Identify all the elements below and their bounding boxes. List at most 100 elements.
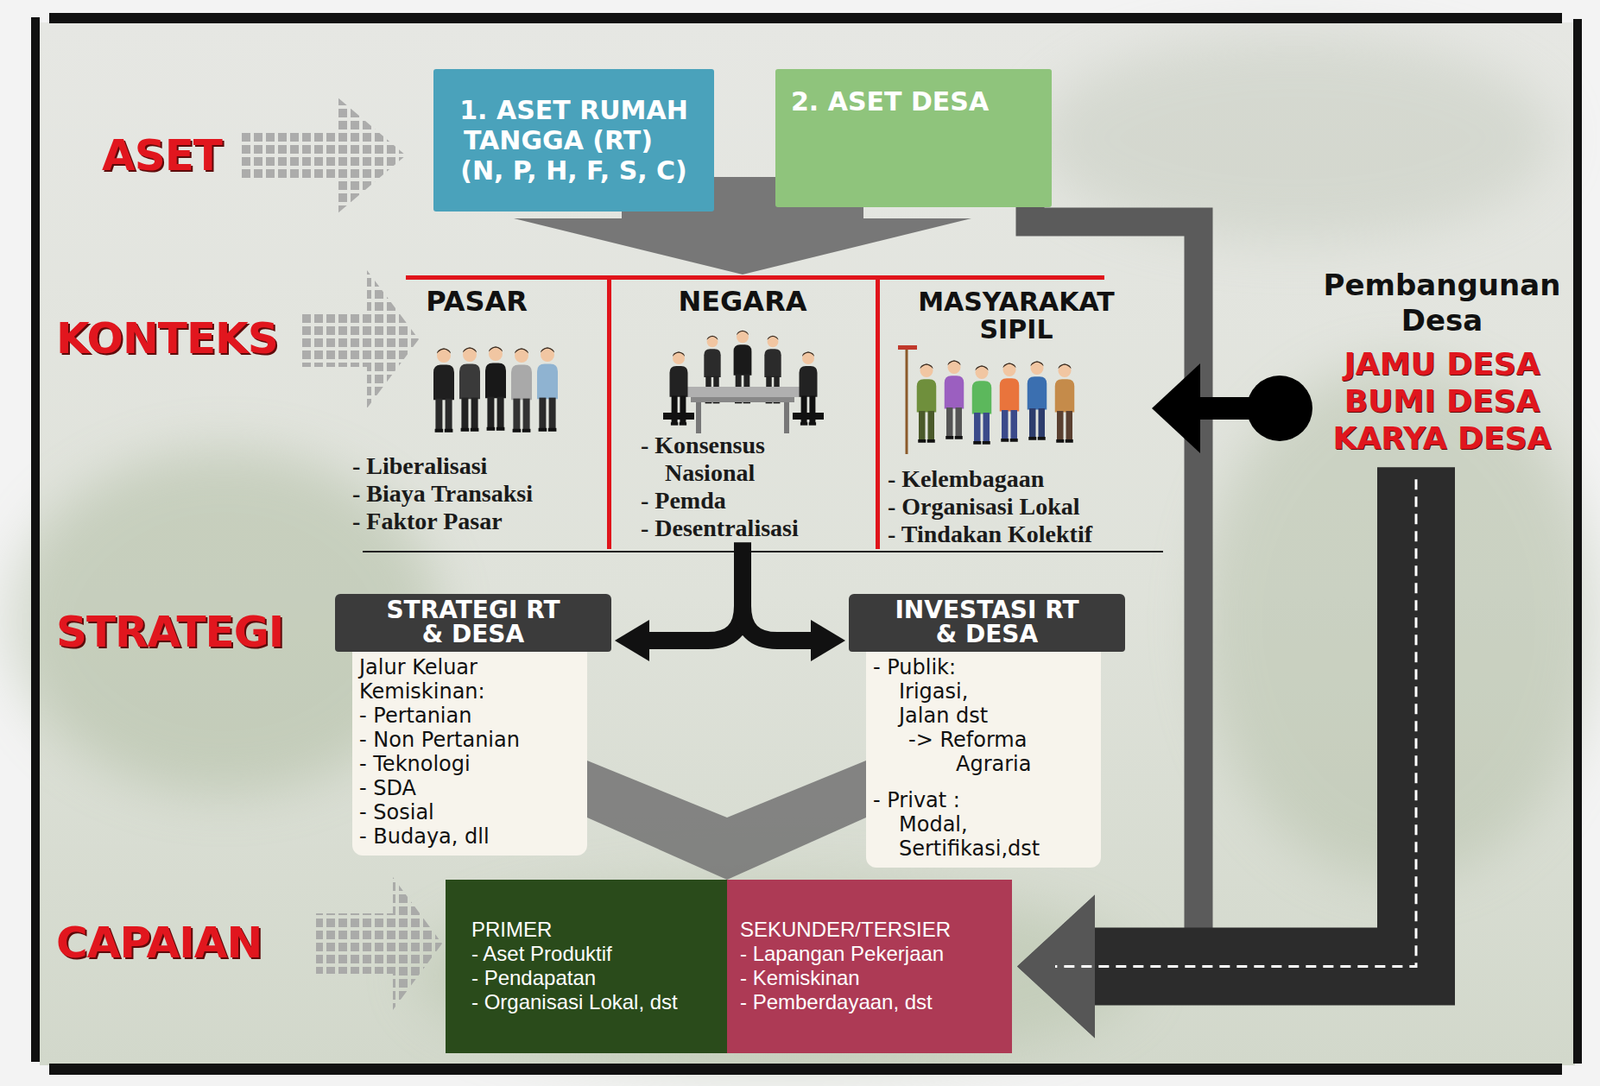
node-text: - Biaya Transaksi — [345, 480, 608, 508]
asset-box: 1. ASET RUMAH TANGGA (RT) (N, P, H, F, S… — [433, 69, 715, 212]
chair — [792, 412, 824, 420]
arrowhead — [614, 619, 650, 662]
connector — [1151, 363, 1313, 454]
node-text: - Organisasi Lokal, dst — [471, 990, 719, 1015]
person-icon — [999, 362, 1020, 443]
dashed-road-line — [1055, 479, 1417, 967]
node-text: - Organisasi Lokal — [882, 493, 1151, 521]
node-text: - Faktor Pasar — [345, 507, 608, 536]
node-title: SEKUNDER/TERSIER — [739, 917, 1004, 943]
node-title: 1. ASET RUMAH TANGGA (RT) (N, P, H, F, S… — [447, 94, 702, 186]
node-text: - Publik: Irigasi, Jalan dst — [872, 655, 1007, 728]
outcome-box: SEKUNDER/TERSIER- Lapangan Pekerjaan- Ke… — [727, 879, 1012, 1054]
connector-line — [742, 542, 811, 641]
table-leg — [784, 402, 790, 434]
node-title: PASAR — [345, 284, 608, 318]
context-column: PASAR - Liberalisasi- Biaya Transaksi- Fa… — [345, 284, 608, 544]
table — [682, 386, 804, 398]
person-icon — [944, 360, 965, 440]
node-title: Pembangunan Desa — [1312, 267, 1572, 339]
context-column: NEGARA - Konsensus Nasional- Pemda- Desen… — [611, 284, 874, 543]
context-column: MASYARAKAT SIPIL - Kelembagaan- Organisas… — [882, 284, 1151, 549]
connector — [587, 760, 728, 880]
node-text: - Pemberdayaan, dst — [739, 990, 1004, 1015]
person-icon — [537, 347, 558, 432]
node-text: - Pemda — [611, 486, 874, 515]
node-text: - Lapangan Pekerjaan — [739, 942, 1004, 967]
red-rule — [607, 275, 612, 550]
program-block: Pembangunan DesaJAMU DESA BUMI DESA KARY… — [1312, 267, 1572, 468]
base-rule — [362, 550, 1164, 553]
card-body: Jalur Keluar Kemiskinan:- Pertanian- Non… — [352, 651, 588, 856]
node-text: - Desentralisasi — [611, 514, 874, 543]
person-icon — [972, 365, 993, 445]
node-text: - Sosial — [359, 800, 581, 825]
node-title: MASYARAKAT SIPIL — [882, 284, 1151, 343]
node-text: - Aset Produktif — [471, 942, 719, 967]
node-text: - Kemiskinan — [739, 966, 1004, 991]
person-icon — [511, 347, 532, 433]
arrowhead — [1151, 363, 1201, 454]
arrowhead — [810, 619, 846, 662]
node-title: INVESTASI RT & DESA — [891, 598, 1082, 647]
node-text: - Pendapatan — [471, 966, 719, 991]
red-rule — [875, 275, 880, 550]
connector — [742, 542, 846, 662]
person-icon — [485, 346, 506, 431]
wrap-spacer — [670, 125, 702, 156]
frame-bar — [31, 17, 40, 1063]
node-text: - SDA — [359, 776, 581, 801]
node-text: - Budaya, dll — [359, 824, 581, 849]
strategy-card: STRATEGI RT & DESAJalur Keluar Kemiskina… — [335, 594, 612, 856]
node-text: - Kelembagaan — [882, 465, 1151, 494]
connector-line — [649, 542, 743, 641]
connector — [614, 542, 743, 662]
row-label: KONTEKS — [56, 312, 279, 365]
rake — [898, 345, 917, 350]
red-rule — [405, 275, 1105, 280]
table-leg — [695, 402, 702, 434]
meeting-icon — [663, 330, 824, 434]
market-people-icon — [433, 346, 558, 433]
start-dot — [1246, 375, 1313, 442]
row-label: ASET — [101, 129, 222, 182]
node-title: NEGARA — [611, 284, 874, 318]
node-text: - Tindakan Kolektif — [882, 520, 1151, 549]
node-title: STRATEGI RT & DESA — [377, 598, 569, 647]
person-icon — [433, 347, 455, 433]
community-icon — [898, 345, 1075, 455]
node-text: JAMU DESA BUMI DESA KARYA DESA — [1312, 345, 1572, 458]
node-text: Jalur Keluar Kemiskinan: — [359, 655, 581, 704]
person-icon — [916, 363, 937, 443]
node-text: - Teknologi — [359, 752, 581, 777]
chair — [663, 412, 695, 420]
node-title: PRIMER — [471, 917, 719, 943]
node-text: - Liberalisasi — [345, 452, 608, 481]
rake — [905, 348, 909, 455]
table — [690, 397, 795, 403]
frame-bar — [49, 1063, 1563, 1076]
frame-bar — [49, 12, 1563, 24]
person-icon — [1055, 363, 1076, 443]
wrap-spacer — [993, 788, 1063, 813]
card-header: INVESTASI RT & DESA — [848, 594, 1126, 652]
connector — [727, 760, 867, 880]
card-header: STRATEGI RT & DESA — [335, 594, 612, 652]
card-body: - Publik: Irigasi, Jalan dst-> Reforma A… — [866, 651, 1101, 868]
node-text: - Non Pertanian — [359, 727, 581, 753]
merge-band — [587, 760, 728, 880]
person-icon — [459, 347, 481, 432]
row-label: CAPAIAN — [56, 916, 262, 969]
node-text: -> Reforma Agraria — [908, 727, 1051, 777]
pixel-arrow — [301, 270, 419, 409]
merge-band — [727, 760, 867, 880]
pixel-arrow — [240, 96, 406, 215]
node-text: - Konsensus Nasional — [640, 431, 804, 487]
frame-bar — [1573, 18, 1582, 1064]
person-icon — [1027, 360, 1048, 441]
row-label: STRATEGI — [56, 606, 284, 658]
node-text: - Privat : Modal, Sertifikasi,dst — [872, 788, 1063, 861]
strategy-card: INVESTASI RT & DESA- Publik: Irigasi, Ja… — [848, 594, 1126, 868]
node-text: - Pertanian — [359, 703, 581, 728]
